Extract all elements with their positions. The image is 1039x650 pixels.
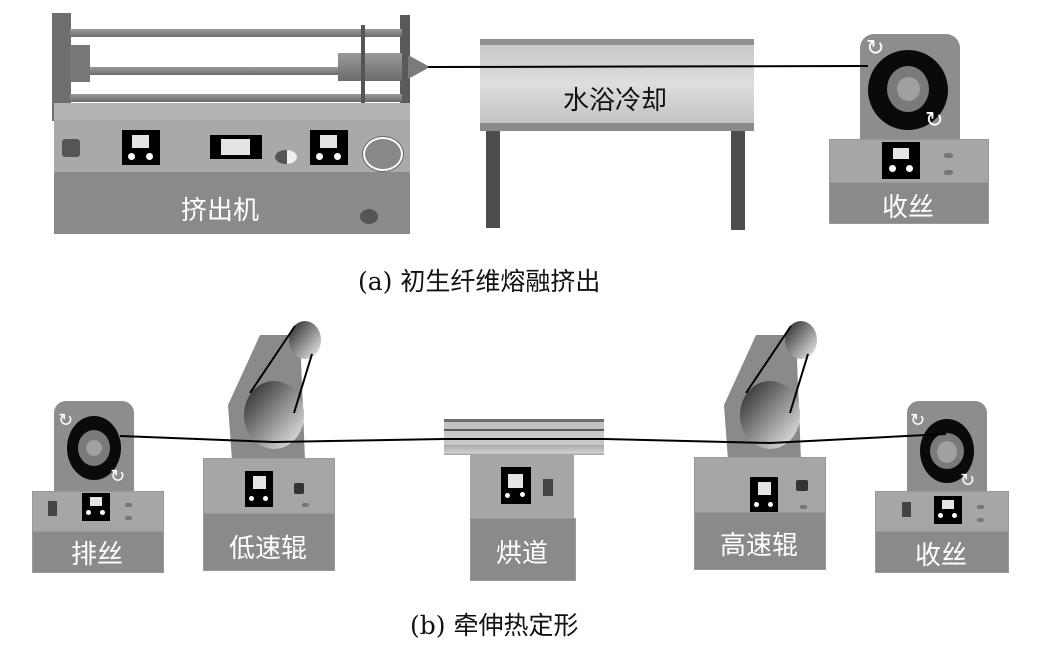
oven-channel xyxy=(444,419,604,455)
winder-b-display xyxy=(934,496,962,524)
power-switch[interactable] xyxy=(62,139,80,157)
unwinder-hub xyxy=(86,440,102,456)
power-switch[interactable] xyxy=(543,479,553,496)
water-bath-leg-left xyxy=(486,131,500,228)
winder-b-hub xyxy=(937,441,957,463)
extruder-right-post xyxy=(400,15,410,121)
high-speed-roller-base xyxy=(694,512,826,570)
low-speed-roller-base xyxy=(203,513,335,571)
high-speed-roller-label: 高速辊 xyxy=(719,531,798,561)
power-switch[interactable] xyxy=(902,502,911,517)
power-switch[interactable] xyxy=(294,483,304,494)
power-switch[interactable] xyxy=(48,501,57,516)
temperature-display-1 xyxy=(122,130,160,165)
extruder-left-post xyxy=(52,13,71,121)
extruder-deck xyxy=(54,103,410,120)
low-speed-small-roller xyxy=(289,321,321,359)
fiber-line-b xyxy=(119,433,947,445)
extruder-rod-middle xyxy=(70,67,402,75)
low-speed-large-roller xyxy=(244,381,304,449)
rotation-arrow-icon: ↻ xyxy=(110,466,126,487)
oven-label: 烘道 xyxy=(495,539,548,569)
extruder-motor xyxy=(70,45,90,82)
winder-b-base xyxy=(875,531,1009,573)
rotation-arrow-icon: ↻ xyxy=(960,470,976,491)
power-switch[interactable] xyxy=(796,480,808,491)
indicator-led xyxy=(944,170,953,175)
extruder-rod-top xyxy=(70,29,402,37)
rotation-arrow-icon: ↻ xyxy=(910,410,926,431)
main-display xyxy=(210,135,262,159)
oven-display xyxy=(501,467,531,504)
high-speed-roller-display xyxy=(750,477,778,513)
fiber-line-a xyxy=(427,65,869,68)
water-bath-tank xyxy=(480,39,754,131)
indicator-led xyxy=(125,503,132,507)
water-bath-label: 水浴冷却 xyxy=(562,86,667,116)
indicator-led xyxy=(302,503,309,507)
extruder-barrel xyxy=(338,53,402,81)
toggle-knob[interactable] xyxy=(275,150,297,164)
winder-a-label: 收丝 xyxy=(881,193,934,223)
indicator-led xyxy=(944,153,953,158)
extruder-nozzle xyxy=(408,55,430,79)
indicator-led xyxy=(977,518,984,522)
unwinder-base xyxy=(32,531,164,573)
caption-a: (a) 初生纤维熔融挤出 xyxy=(358,267,601,296)
emergency-button[interactable] xyxy=(363,137,403,171)
extruder-label: 挤出机 xyxy=(180,196,259,226)
extruder-base xyxy=(54,172,410,234)
high-speed-large-roller xyxy=(740,381,800,449)
water-bath-leg-right xyxy=(731,131,745,230)
extruder-gear xyxy=(361,25,365,107)
rotation-arrow-icon: ↻ xyxy=(866,36,885,61)
indicator-led xyxy=(977,505,984,509)
oven-base xyxy=(470,518,576,581)
indicator-led xyxy=(125,516,132,520)
temperature-display-2 xyxy=(310,130,348,165)
winder-b-label: 收丝 xyxy=(914,541,967,571)
low-speed-roller-label: 低速辊 xyxy=(228,534,307,564)
winder-a-base xyxy=(829,182,989,224)
rotation-arrow-icon: ↻ xyxy=(58,410,74,431)
high-speed-roller-arm xyxy=(724,321,817,460)
extruder-rod-bottom xyxy=(70,94,402,102)
unwinder-display xyxy=(82,493,110,521)
caption-b: (b) 牵伸热定形 xyxy=(410,611,579,640)
extruder-foot-knob xyxy=(360,209,378,224)
unwinder-label: 排丝 xyxy=(70,540,123,570)
rotation-arrow-icon: ↻ xyxy=(925,108,944,133)
indicator-led xyxy=(800,505,807,509)
low-speed-roller-arm xyxy=(228,321,321,460)
high-speed-small-roller xyxy=(785,321,817,359)
winder-a-hub xyxy=(897,77,920,101)
low-speed-roller-display xyxy=(245,471,273,507)
winder-a-display xyxy=(882,142,920,179)
